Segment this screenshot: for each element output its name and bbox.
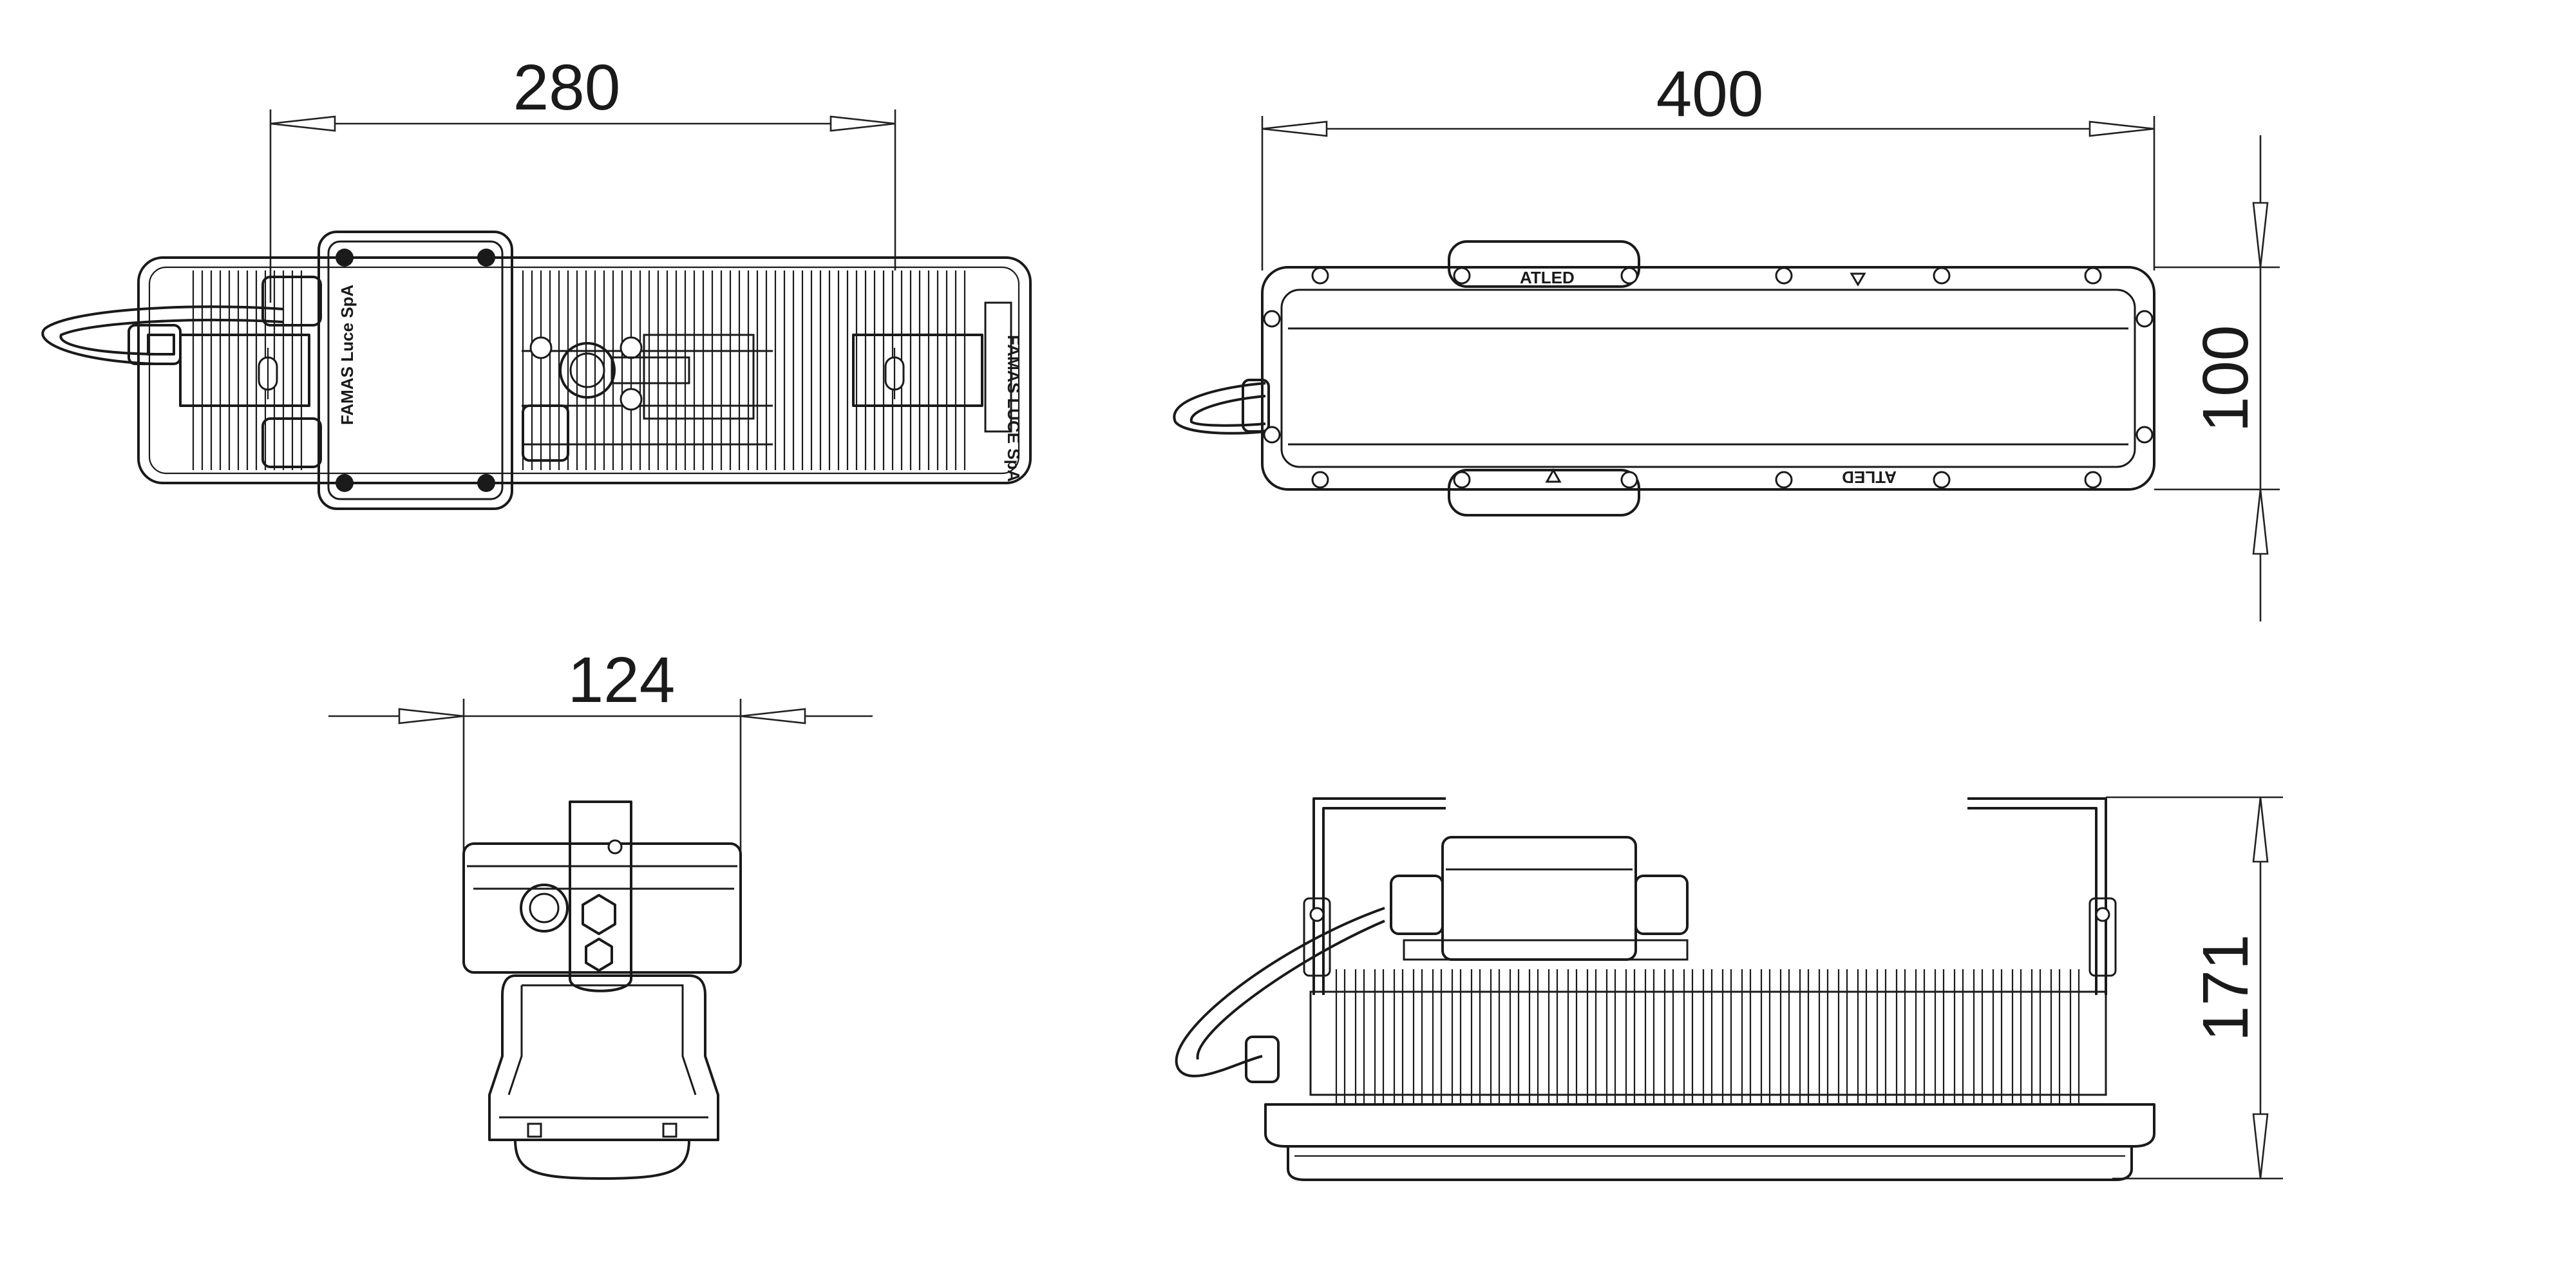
front-view: 400 100: [1173, 58, 2280, 621]
dimension-label-400: 400: [1656, 58, 1764, 130]
lamp-profile: [488, 974, 719, 1141]
dimension-label-124: 124: [568, 644, 676, 716]
brand-mark-top: ATLED: [1520, 268, 1575, 287]
dimension-171: 171: [2106, 796, 2283, 1180]
diffuser: [1264, 1103, 2155, 1148]
screws: [1263, 267, 2154, 489]
brand-mark-bottom: ATLED: [1842, 468, 1897, 487]
dimension-label-280: 280: [513, 52, 621, 124]
maker-text-b: FAMAS LUCE SpA: [1004, 335, 1023, 482]
dimension-100: 100: [2154, 135, 2280, 621]
cooling-fins: [192, 270, 966, 470]
junction-box: [462, 842, 742, 974]
mounting-bracket: [1312, 797, 1446, 995]
cable: [1173, 382, 1266, 435]
luminaire-body: [1261, 266, 2155, 491]
cooling-fins: [1309, 969, 2107, 1104]
dimension-124: 124: [328, 644, 873, 857]
side-view: 171: [1175, 796, 2283, 1181]
junction-box: [317, 231, 513, 510]
dimension-280: 280: [269, 52, 896, 303]
maker-text-a: FAMAS Luce SpA: [337, 285, 357, 425]
end-view: 124: [328, 644, 873, 1180]
mounting-bracket: [569, 800, 632, 992]
mounting-bracket-right: [852, 334, 983, 407]
dimension-label-100: 100: [2190, 325, 2262, 433]
top-view: 280 FAMAS: [41, 52, 1032, 510]
dimension-label-171: 171: [2190, 934, 2262, 1042]
mounting-bracket-left: [179, 334, 310, 407]
dimension-400: 400: [1261, 58, 2155, 270]
housing-outline: [137, 256, 1032, 484]
